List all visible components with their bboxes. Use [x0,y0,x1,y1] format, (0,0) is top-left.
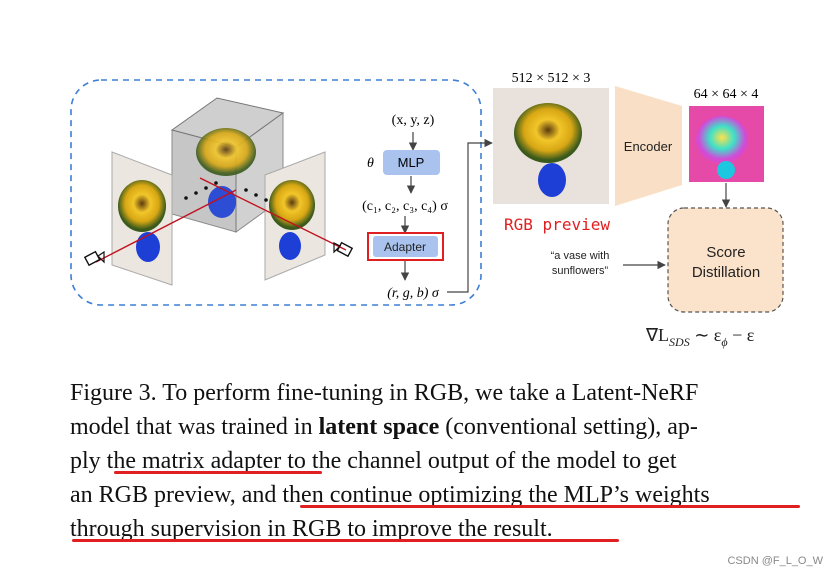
score-label-line1: Score [706,244,745,261]
scene-right-view-plane [264,151,326,281]
figure-caption: Figure 3. To perform fine-tuning in RGB,… [70,376,800,546]
caption-highlight-supervision: through supervision in RGB [70,516,342,542]
input-coordinates-label: (x, y, z) [392,113,435,128]
caption-text: to the channel output of the model to ge… [281,448,677,474]
underline-supervision [72,539,619,542]
rgb-preview-label: RGB preview [504,215,610,234]
caption-text: Figure 3. To perform fine-tuning in RGB,… [70,380,699,406]
underline-matrix-adapter [114,471,322,474]
caption-line-2: model that was trained in latent space (… [70,410,800,444]
caption-text: ply [70,448,107,474]
scene-dashed-container [70,79,482,306]
channel-output-label: (c₁, c₂, c₃, c₄) σ [362,199,448,214]
caption-line-3: ply the matrix adapter to the channel ou… [70,444,800,478]
figure-diagram: (x, y, z) θ MLP (c₁, c₂, c₃, c₄) σ Adapt… [70,71,784,349]
prompt-label-line2: sunflowers” [552,265,609,277]
caption-text: model that was trained in [70,414,319,440]
caption-bold-latent-space: latent space [318,414,440,440]
sds-formula: ∇LSDS ∼ εϕ − ε [645,325,755,349]
camera-left-icon [83,250,105,267]
score-label-line2: Distillation [692,264,760,281]
caption-highlight-matrix-adapter: the matrix adapter [106,448,282,474]
caption-highlight-optimizing: then continue optimizing the MLP’s weigh… [282,482,710,508]
scene-left-view-plane [111,151,173,286]
preview-size-label: 512 × 512 × 3 [512,71,591,86]
mlp-label: MLP [398,155,425,170]
score-distillation-box [667,207,784,313]
encoder-label: Encoder [624,139,673,154]
caption-text: to improve the result. [341,516,553,542]
adapter-label: Adapter [384,240,426,254]
caption-line-1: Figure 3. To perform fine-tuning in RGB,… [70,376,800,410]
rgb-output-label: (r, g, b) σ [387,286,440,301]
caption-text: an RGB preview, and [70,482,283,508]
theta-label: θ [367,156,374,171]
adapter-box [373,236,438,257]
camera-right-icon [333,241,354,258]
caption-text: (conventional setting), ap- [439,414,698,440]
caption-line-4: an RGB preview, and then continue optimi… [70,478,800,512]
svg-text:∇LSDS ∼ εϕ − ε: ∇LSDS ∼ εϕ − ε [645,325,755,349]
watermark: CSDN @F_L_O_W [727,555,823,567]
encoder-block [615,86,682,206]
underline-optimizing [300,505,800,508]
prompt-label-line1: “a vase with [551,250,610,262]
mlp-box [383,150,440,175]
latent-size-label: 64 × 64 × 4 [694,87,759,102]
caption-line-5: through supervision in RGB to improve th… [70,512,800,546]
adapter-highlight [367,232,444,261]
